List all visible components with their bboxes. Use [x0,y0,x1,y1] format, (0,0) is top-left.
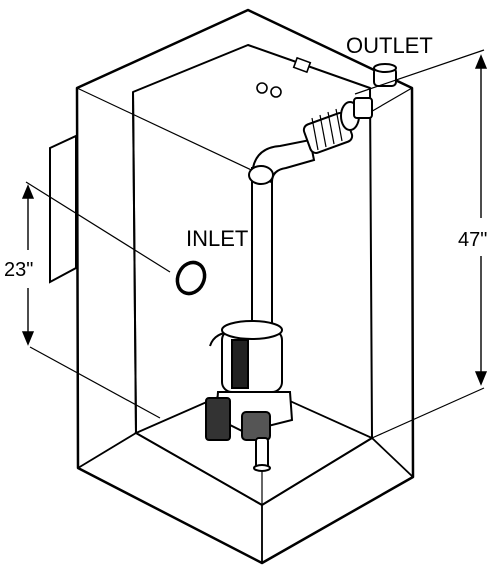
inlet-hole [175,260,207,296]
inlet-label: INLET [186,226,248,251]
sump-pump [205,320,294,472]
outlet-label: OUTLET [346,33,433,58]
dimension-23-label: 23" [4,259,33,281]
basin-outer-box [75,8,415,565]
leader-lines [25,49,485,439]
top-vent-fittings [256,56,312,98]
dimension-47-line [474,54,488,386]
side-mounting-plate [49,134,77,284]
dimension-47-label: 47" [458,229,487,251]
outlet-stub [373,63,397,87]
dimension-23-line [21,184,35,346]
